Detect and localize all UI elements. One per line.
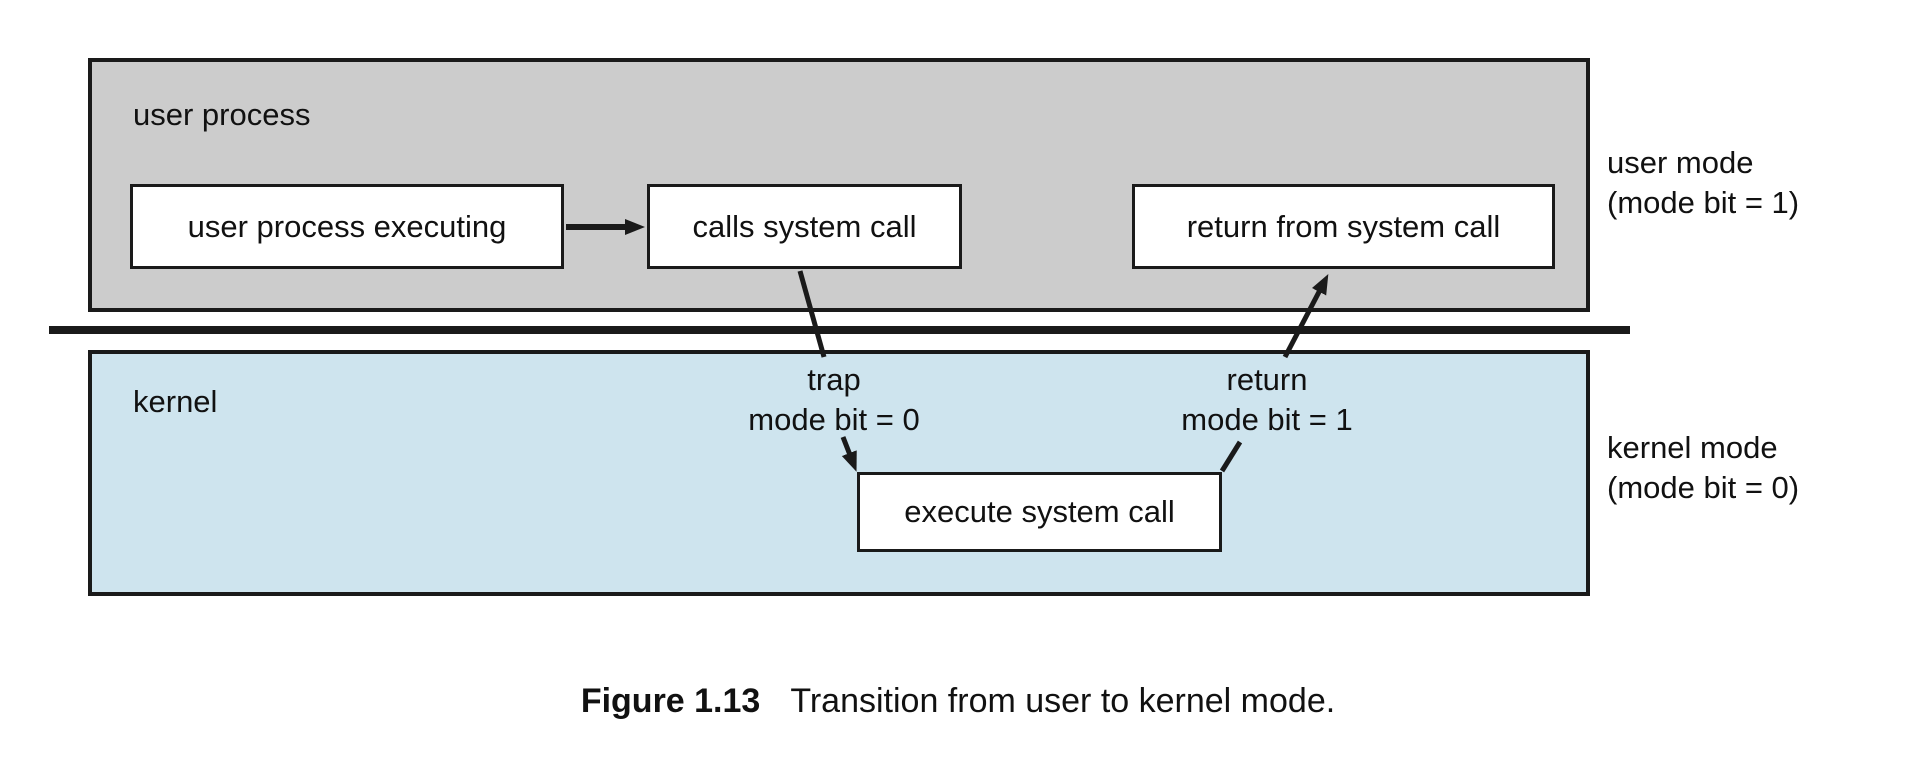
figure-caption-number: Figure 1.13: [580, 682, 761, 720]
user-mode-label: user mode (mode bit = 1): [1607, 143, 1799, 223]
box-calls-system-call: calls system call: [647, 184, 962, 269]
return-label: return mode bit = 1: [1137, 360, 1397, 440]
user-process-label: user process: [133, 97, 311, 132]
trap-label-line1: trap: [807, 362, 861, 397]
kernel-label: kernel: [133, 384, 218, 419]
kernel-mode-label-line1: kernel mode: [1607, 430, 1778, 465]
kernel-region: [88, 350, 1590, 596]
mode-boundary-line: [49, 326, 1630, 334]
box-return-from-system-call: return from system call: [1132, 184, 1555, 269]
box-user-process-executing: user process executing: [130, 184, 564, 269]
kernel-mode-label: kernel mode (mode bit = 0): [1607, 428, 1799, 508]
figure-caption: Figure 1.13 Transition from user to kerne…: [0, 682, 1916, 721]
kernel-mode-label-line2: (mode bit = 0): [1607, 470, 1800, 505]
return-label-line1: return: [1226, 362, 1308, 397]
user-mode-label-line2: (mode bit = 1): [1607, 185, 1800, 220]
figure-caption-text: Transition from user to kernel mode.: [790, 682, 1336, 720]
box-execute-system-call: execute system call: [857, 472, 1222, 552]
trap-label: trap mode bit = 0: [704, 360, 964, 440]
return-label-line2: mode bit = 1: [1181, 402, 1353, 437]
user-mode-label-line1: user mode: [1607, 145, 1754, 180]
trap-label-line2: mode bit = 0: [748, 402, 920, 437]
